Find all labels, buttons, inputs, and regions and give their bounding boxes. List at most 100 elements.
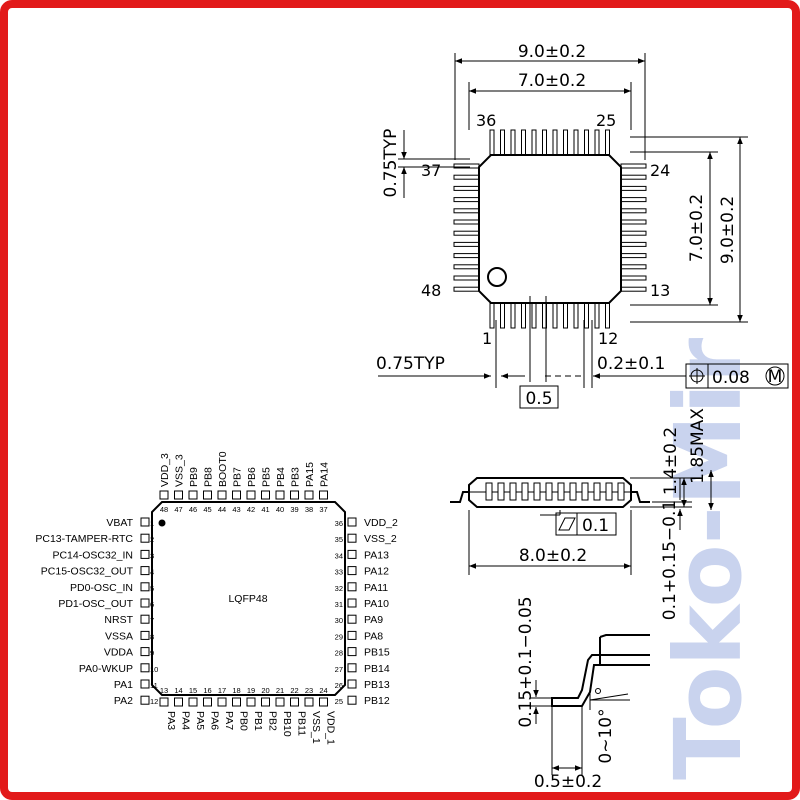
dim-overall-width: 9.0±0.2 bbox=[518, 42, 586, 62]
pin-name: PC15-OSC32_OUT bbox=[41, 566, 134, 578]
side-lead bbox=[605, 482, 613, 501]
pin-name: VDD_1 bbox=[325, 711, 337, 745]
side-lead bbox=[497, 482, 505, 501]
pin-number: 40 bbox=[276, 505, 284, 514]
lead bbox=[453, 174, 480, 180]
dim-body-height: 1.4±0.2 bbox=[661, 427, 681, 495]
pin-name: PB12 bbox=[364, 695, 390, 707]
side-leads bbox=[485, 482, 625, 501]
lead bbox=[563, 129, 568, 156]
pin-name: PB9 bbox=[188, 467, 200, 487]
pin-number: 46 bbox=[189, 505, 197, 514]
pin-pad bbox=[140, 679, 150, 689]
pin-name: VDD_2 bbox=[364, 517, 398, 529]
pin-number: 48 bbox=[160, 505, 168, 514]
dim-pitch-box: 0.5 bbox=[525, 389, 552, 409]
pin-label-13: 13 bbox=[650, 281, 670, 300]
pin-pad bbox=[347, 533, 357, 543]
lead bbox=[510, 302, 516, 329]
pin-pad bbox=[188, 490, 198, 500]
pin-name: PB2 bbox=[267, 711, 279, 731]
side-lead bbox=[533, 482, 541, 501]
pin-number: 35 bbox=[335, 535, 343, 544]
dim-body-length: 8.0±0.2 bbox=[519, 546, 587, 566]
lead bbox=[620, 219, 647, 225]
pin-name: PB5 bbox=[261, 467, 273, 487]
pin-number: 45 bbox=[203, 505, 211, 514]
dim-lead-width: 0.2±0.1 bbox=[597, 354, 665, 374]
lead bbox=[453, 253, 480, 259]
pin1-marker-circle bbox=[487, 267, 507, 287]
pin-name: VDD_3 bbox=[159, 453, 171, 487]
pin-pad bbox=[347, 663, 357, 673]
pin-number: 34 bbox=[335, 551, 343, 560]
flatness-icon bbox=[558, 517, 576, 531]
dim-overall-height: 9.0±0.2 bbox=[718, 196, 738, 264]
lead bbox=[584, 129, 589, 156]
pin-number: 6 bbox=[150, 600, 154, 609]
pin-pad bbox=[217, 490, 227, 500]
pin-name: PA2 bbox=[114, 695, 133, 707]
pin-name: VSS_2 bbox=[364, 533, 397, 545]
mmc-circle-icon bbox=[765, 366, 785, 386]
pin-number: 1 bbox=[150, 519, 154, 528]
lead bbox=[552, 302, 558, 329]
pin-name: PB8 bbox=[203, 467, 215, 487]
pin-name: PB4 bbox=[275, 467, 287, 487]
pin1-dot-icon bbox=[158, 519, 166, 527]
pin-number: 26 bbox=[335, 681, 343, 690]
dim-pin-pitch-top: 0.75TYP bbox=[381, 129, 401, 198]
tolerance-modifier: M bbox=[768, 367, 783, 387]
pin-number: 36 bbox=[335, 519, 343, 528]
lead bbox=[605, 129, 610, 156]
pin-name: PA5 bbox=[194, 711, 206, 730]
dim-foot-length: 0.5±0.2 bbox=[534, 772, 602, 792]
side-lead bbox=[617, 482, 625, 501]
dim-pin-pitch-bottom: 0.75TYP bbox=[376, 354, 445, 374]
pin-pad bbox=[188, 697, 198, 707]
lead bbox=[620, 253, 647, 259]
side-lead bbox=[521, 482, 529, 501]
pin-number: 9 bbox=[150, 649, 154, 658]
side-lead bbox=[581, 482, 589, 501]
pin-name: PA14 bbox=[319, 462, 331, 487]
pin-name: PA7 bbox=[223, 711, 235, 730]
pin-name: VSS_1 bbox=[310, 711, 322, 744]
lead bbox=[584, 302, 589, 329]
pin-name: PB15 bbox=[364, 647, 390, 659]
pin-label-37: 37 bbox=[421, 161, 441, 180]
pin-pad bbox=[140, 549, 150, 559]
pin-number: 12 bbox=[150, 697, 158, 706]
lead bbox=[489, 302, 495, 329]
pin-name: PA12 bbox=[364, 566, 389, 578]
pin-name: PC14-OSC32_IN bbox=[52, 549, 133, 561]
pin-pad bbox=[232, 697, 241, 707]
pin-name: BOOT0 bbox=[217, 451, 229, 487]
lead bbox=[542, 129, 547, 156]
detail-view: 0.15+0.1−0.05 0~10° 0.5±0.2 bbox=[516, 596, 650, 792]
pin-number: 11 bbox=[150, 681, 158, 690]
side-lead bbox=[545, 482, 553, 501]
pin-pad bbox=[275, 697, 285, 707]
ic-body bbox=[478, 154, 622, 304]
pin-number: 27 bbox=[335, 665, 343, 674]
dim-max-height: 1.85MAX bbox=[688, 408, 708, 484]
pin-name: PA9 bbox=[364, 614, 383, 626]
pin-number: 14 bbox=[174, 686, 182, 695]
pin-name: PA0-WKUP bbox=[79, 663, 133, 675]
pin-name: PA4 bbox=[180, 711, 192, 730]
pin-pad bbox=[304, 490, 314, 500]
pin-pad bbox=[347, 614, 357, 624]
pin-name: PA15 bbox=[304, 462, 316, 487]
side-lead bbox=[485, 482, 493, 501]
pin-number: 43 bbox=[232, 505, 240, 514]
lead bbox=[453, 185, 480, 191]
lead bbox=[521, 302, 526, 329]
watermark-text: Toko-Mir bbox=[655, 337, 762, 780]
pin-name: PB1 bbox=[252, 711, 264, 731]
lead bbox=[620, 230, 647, 236]
pin-pad bbox=[261, 490, 270, 500]
pin-pad bbox=[347, 630, 357, 640]
